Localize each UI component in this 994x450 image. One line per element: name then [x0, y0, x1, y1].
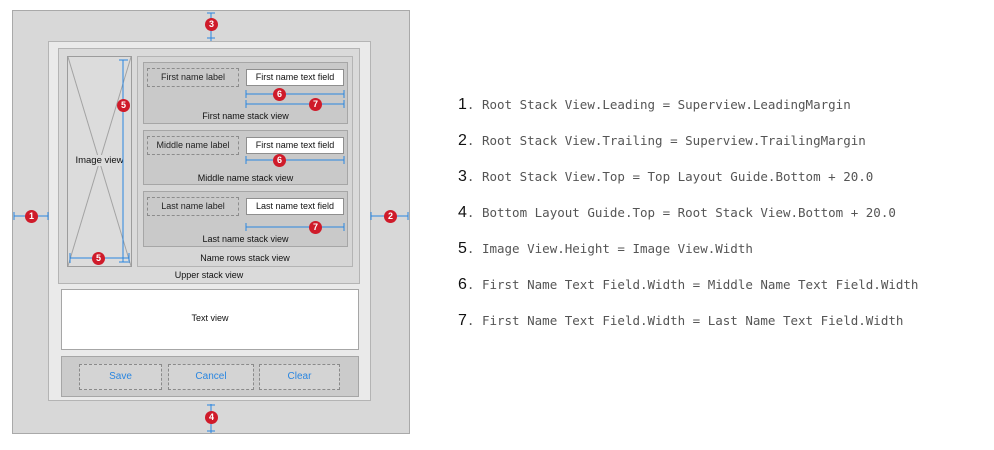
- constraint-item: 2. Root Stack View.Trailing = Superview.…: [458, 132, 866, 149]
- upper-stack-view-caption: Upper stack view: [174, 270, 244, 280]
- constraint-badge-6-middle: 6: [273, 154, 286, 167]
- constraint-item: 1. Root Stack View.Leading = Superview.L…: [458, 96, 851, 113]
- constraint-badge-7-last: 7: [309, 221, 322, 234]
- last-name-label: Last name label: [147, 197, 239, 216]
- constraint-badge-5-width: 5: [92, 252, 105, 265]
- image-view-label: Image view: [68, 155, 131, 166]
- constraint-item: 4. Bottom Layout Guide.Top = Root Stack …: [458, 204, 896, 221]
- constraint-badge-6-first: 6: [273, 88, 286, 101]
- constraint-badge-5-height: 5: [117, 99, 130, 112]
- constraint-badge-3: 3: [205, 18, 218, 31]
- constraint-badge-4: 4: [205, 411, 218, 424]
- constraint-badge-2: 2: [384, 210, 397, 223]
- clear-button[interactable]: Clear: [259, 364, 340, 390]
- constraint-badge-7-first: 7: [309, 98, 322, 111]
- first-name-label: First name label: [147, 68, 239, 87]
- constraint-item: 5. Image View.Height = Image View.Width: [458, 240, 753, 257]
- image-view: Image view: [67, 56, 132, 267]
- constraint-item: 6. First Name Text Field.Width = Middle …: [458, 276, 919, 293]
- constraint-badge-1: 1: [25, 210, 38, 223]
- constraint-list: 1. Root Stack View.Leading = Superview.L…: [458, 96, 918, 348]
- last-name-text-field[interactable]: Last name text field: [246, 198, 344, 215]
- constraint-item: 3. Root Stack View.Top = Top Layout Guid…: [458, 168, 874, 185]
- text-view-label: Text view: [191, 313, 229, 323]
- text-view[interactable]: Text view: [61, 289, 359, 350]
- name-rows-caption: Name rows stack view: [200, 253, 290, 263]
- last-name-stack-caption: Last name stack view: [202, 234, 289, 244]
- middle-name-text-field[interactable]: First name text field: [246, 137, 344, 154]
- save-button[interactable]: Save: [79, 364, 162, 390]
- middle-name-label: Middle name label: [147, 136, 239, 155]
- first-name-stack-caption: First name stack view: [202, 111, 289, 121]
- first-name-text-field[interactable]: First name text field: [246, 69, 344, 86]
- cancel-button[interactable]: Cancel: [168, 364, 254, 390]
- middle-name-stack-caption: Middle name stack view: [197, 173, 294, 183]
- constraint-item: 7. First Name Text Field.Width = Last Na…: [458, 312, 904, 329]
